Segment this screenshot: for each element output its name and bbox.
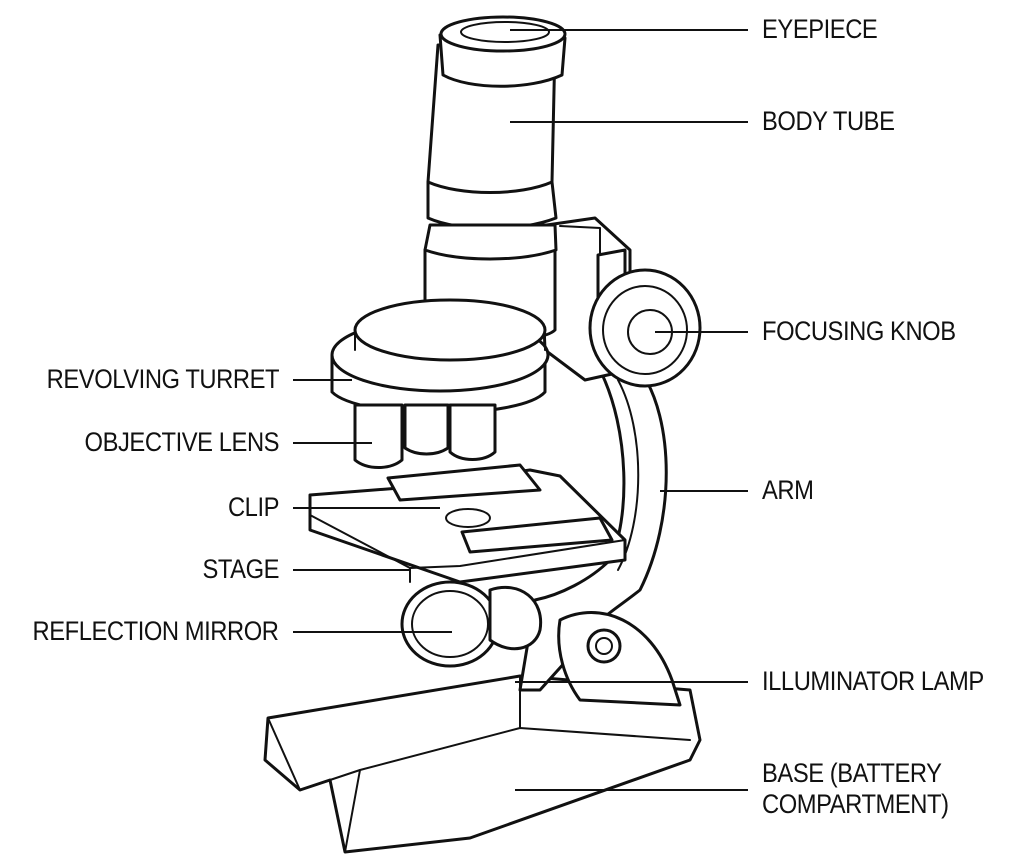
revolving-turret xyxy=(330,298,550,415)
label-stage: STAGE xyxy=(202,554,279,584)
label-body-tube: BODY TUBE xyxy=(762,106,895,136)
focusing-knob xyxy=(588,268,702,388)
label-clip: CLIP xyxy=(227,492,280,522)
label-illuminator-lamp: ILLUMINATOR LAMP xyxy=(762,666,984,696)
label-reflection-mirror: REFLECTION MIRROR xyxy=(33,616,279,646)
label-focusing-knob: FOCUSING KNOB xyxy=(762,316,956,346)
label-objective-lens: OBJECTIVE LENS xyxy=(84,427,279,457)
microscope-base xyxy=(263,674,702,854)
leader-lines xyxy=(293,29,748,791)
label-base: BASE (BATTERY COMPARTMENT) xyxy=(762,758,949,820)
body-tube xyxy=(423,43,558,343)
label-revolving-turret: REVOLVING TURRET xyxy=(46,364,280,394)
objective-lenses xyxy=(353,403,497,469)
microscope-stage xyxy=(308,463,627,584)
eyepiece xyxy=(438,15,567,88)
label-arm: ARM xyxy=(762,475,814,505)
label-eyepiece: EYEPIECE xyxy=(762,14,878,44)
reflection-mirror xyxy=(400,580,543,668)
